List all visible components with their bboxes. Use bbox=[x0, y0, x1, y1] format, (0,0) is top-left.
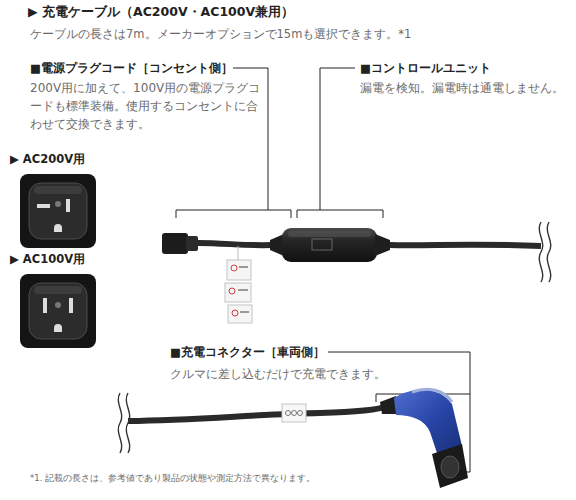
warning-tag bbox=[227, 260, 251, 280]
connector-latch bbox=[412, 389, 452, 402]
plug-body bbox=[20, 274, 96, 348]
callout-body: 漏電を検知。漏電時は通電しません。 bbox=[360, 79, 572, 97]
warning-tag bbox=[225, 283, 251, 302]
bracket bbox=[297, 210, 383, 218]
plug-face bbox=[29, 283, 87, 339]
tag-icon bbox=[231, 265, 237, 271]
plug-body bbox=[20, 174, 96, 248]
tag-print bbox=[238, 289, 248, 291]
plug-slot bbox=[69, 298, 73, 313]
break-mark bbox=[118, 393, 121, 453]
connector-face bbox=[441, 456, 459, 478]
cable bbox=[128, 406, 388, 421]
callout-heading: ■電源プラグコード［コンセント側］ bbox=[30, 60, 245, 76]
ground-pin bbox=[54, 224, 62, 232]
break-mark bbox=[126, 393, 129, 453]
callout-body: クルマに差し込むだけで充電できます。 bbox=[170, 365, 440, 383]
tag-icon bbox=[286, 411, 291, 416]
plug-figure: ▶ AC200V用 bbox=[10, 150, 102, 250]
connector-handle bbox=[394, 390, 462, 456]
break-gap bbox=[112, 410, 128, 430]
callout-heading: ■充電コネクター［車両側］ bbox=[170, 344, 340, 360]
strain-relief bbox=[375, 234, 390, 256]
tag-print bbox=[240, 311, 249, 313]
tag-icon bbox=[298, 411, 303, 416]
break-mark bbox=[539, 222, 542, 282]
unit-label bbox=[312, 239, 332, 250]
leader-line bbox=[320, 68, 355, 210]
unit-highlight bbox=[288, 231, 371, 237]
cable bbox=[198, 243, 272, 245]
diagram-title: ▶ 充電ケーブル（AC200V・AC100V兼用） bbox=[28, 4, 568, 21]
plug-photo bbox=[20, 174, 96, 248]
plug-label: ▶ AC100V用 bbox=[10, 252, 85, 267]
callout-body: 200V用に加えて、100V用の電源プラグコードも標準装備。使用するコンセントに… bbox=[30, 79, 264, 133]
subtitle: ケーブルの長さは7m。メーカーオプションで15mも選択できます。*1 bbox=[30, 26, 570, 42]
plug-highlight bbox=[34, 186, 82, 194]
tag-icon bbox=[292, 411, 297, 416]
plug-slot bbox=[43, 298, 47, 313]
plug-photo bbox=[20, 274, 96, 348]
ground-pin bbox=[54, 324, 62, 332]
footnote: *1. 記載の長さは、参考値であり製品の状態や測定方法で異なります。 bbox=[30, 473, 560, 485]
plug-slot bbox=[37, 204, 50, 208]
plug-figure: ▶ AC100V用 bbox=[10, 250, 102, 350]
tag-icon bbox=[232, 310, 238, 316]
break-mark bbox=[547, 222, 550, 282]
connector-head bbox=[432, 444, 468, 488]
plug-screw bbox=[55, 302, 61, 308]
plug-screw bbox=[55, 201, 61, 207]
bracket bbox=[176, 210, 291, 218]
plug-slot bbox=[66, 199, 70, 212]
warning-tag bbox=[228, 305, 252, 323]
cable-tag bbox=[282, 404, 306, 422]
callout-heading: ■コントロールユニット bbox=[360, 60, 560, 76]
strain-relief bbox=[270, 234, 284, 256]
tag-print bbox=[239, 266, 248, 268]
control-unit bbox=[282, 228, 377, 262]
plug-cord-end bbox=[162, 233, 188, 254]
tag-icon bbox=[229, 288, 235, 294]
plug-face bbox=[29, 183, 87, 239]
cable bbox=[390, 245, 541, 246]
plug-cord-end bbox=[186, 236, 198, 251]
plug-highlight bbox=[34, 286, 82, 294]
plug-label: ▶ AC200V用 bbox=[10, 152, 85, 167]
